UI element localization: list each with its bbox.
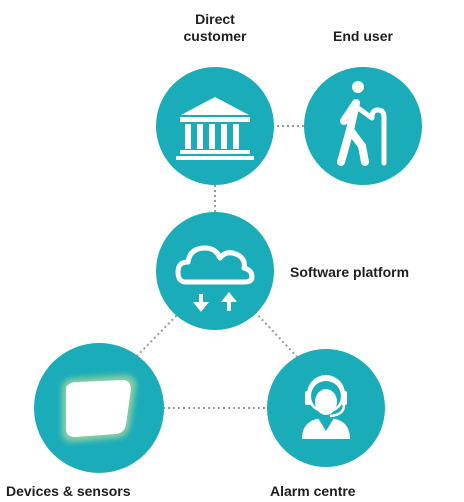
direct-customer-label-line1: Direct [195, 11, 235, 27]
direct-customer-label-line2: customer [183, 28, 247, 44]
walking-cane-icon [337, 81, 387, 166]
software-platform-label: Software platform [290, 264, 410, 280]
alarm-centre-label: Alarm centre [270, 483, 356, 499]
direct-customer-label: Direct customer [165, 11, 265, 45]
end-user-label: End user [333, 28, 393, 44]
end-user-node [304, 67, 422, 185]
connector-platform-alarm [254, 311, 301, 361]
headset-operator-icon [302, 375, 350, 439]
connector-platform-devices [132, 311, 181, 361]
devices-sensors-label: Devices & sensors [6, 483, 131, 499]
device-tile-icon [62, 375, 136, 442]
cloud-sync-icon [175, 245, 255, 312]
bank-icon [176, 97, 254, 160]
software-platform-node [156, 212, 274, 330]
